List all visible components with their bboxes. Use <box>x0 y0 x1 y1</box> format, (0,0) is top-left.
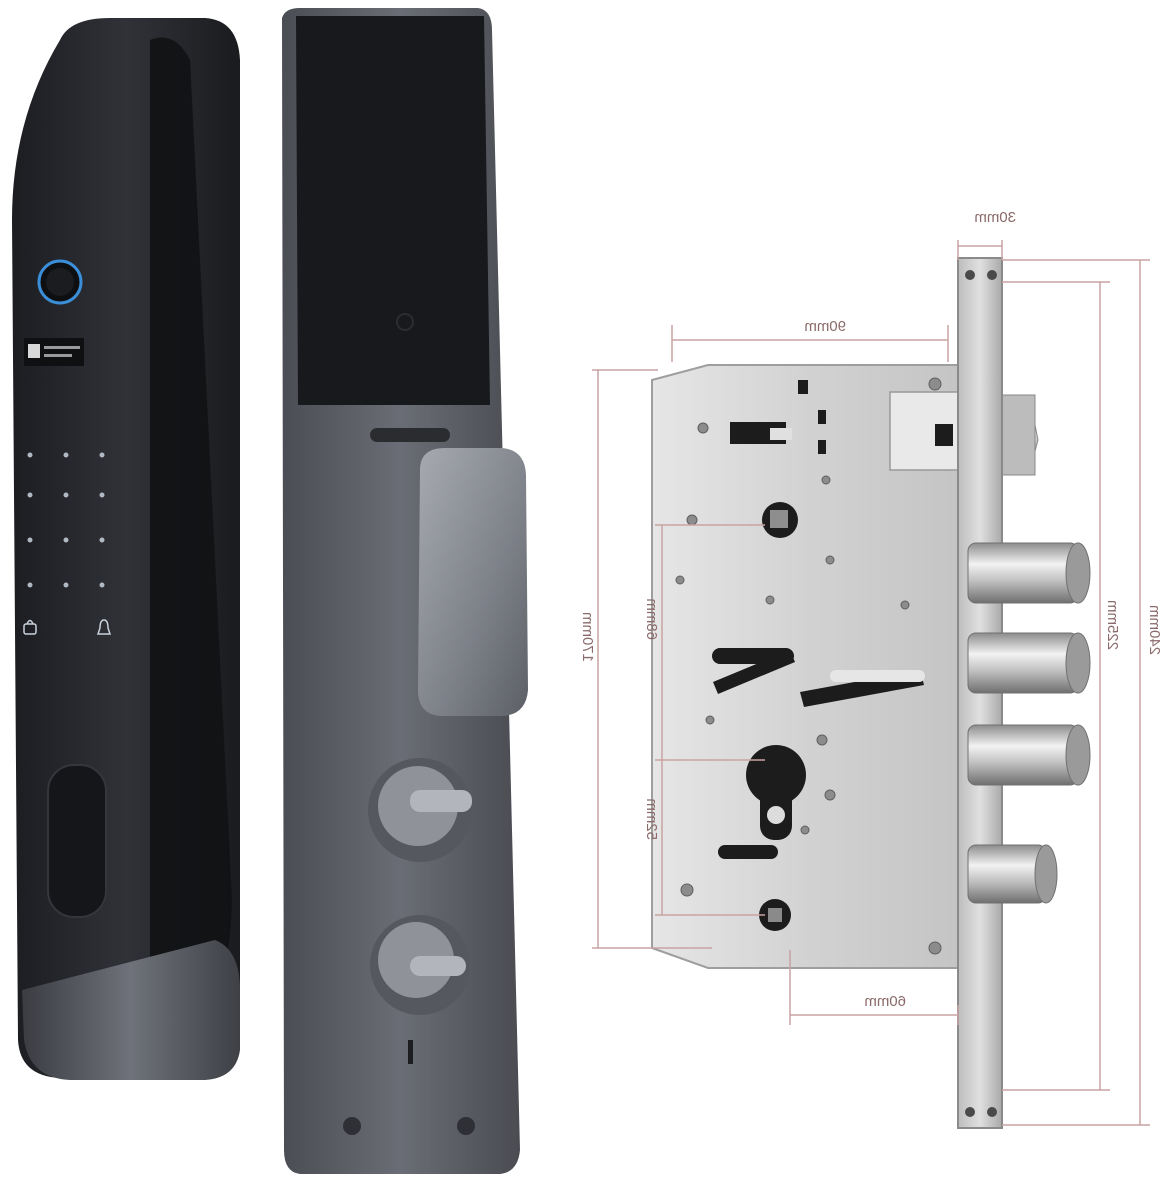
card-reader <box>47 764 107 918</box>
fingerprint-sensor-icon <box>37 259 83 305</box>
dim-label-68mm: 68mm <box>643 598 660 640</box>
front-lock-panel <box>12 18 240 1080</box>
emergency-knob <box>370 915 470 1015</box>
dim-label-170mm: 170mm <box>579 612 596 662</box>
deadbolt <box>967 844 1058 904</box>
handle-grip <box>22 940 240 1080</box>
lock-icon <box>23 619 37 635</box>
keypad-icon <box>27 452 105 588</box>
back-lock-panel <box>282 8 528 1174</box>
dimension-lines <box>592 240 1150 1126</box>
dim-label-30mm: 30mm <box>974 209 1016 226</box>
deadbolt <box>967 724 1091 786</box>
dim-label-60mm: 60mm <box>864 993 906 1010</box>
deadbolt <box>967 542 1091 604</box>
inner-handle <box>418 448 528 716</box>
dim-label-90mm: 90mm <box>804 318 846 335</box>
screw <box>343 1117 361 1135</box>
deadbolt <box>967 632 1091 694</box>
battery-cover <box>296 16 490 405</box>
indicator-slot <box>370 428 450 442</box>
dim-label-240mm: 240mm <box>1146 605 1163 655</box>
bell-icon <box>96 619 112 635</box>
screw <box>457 1117 475 1135</box>
dim-label-52mm: 52mm <box>643 798 660 840</box>
mortise-lock <box>651 257 1091 1129</box>
privacy-knob <box>368 758 472 862</box>
dim-label-225mm: 225mm <box>1104 600 1121 650</box>
key-slot <box>408 1040 413 1064</box>
